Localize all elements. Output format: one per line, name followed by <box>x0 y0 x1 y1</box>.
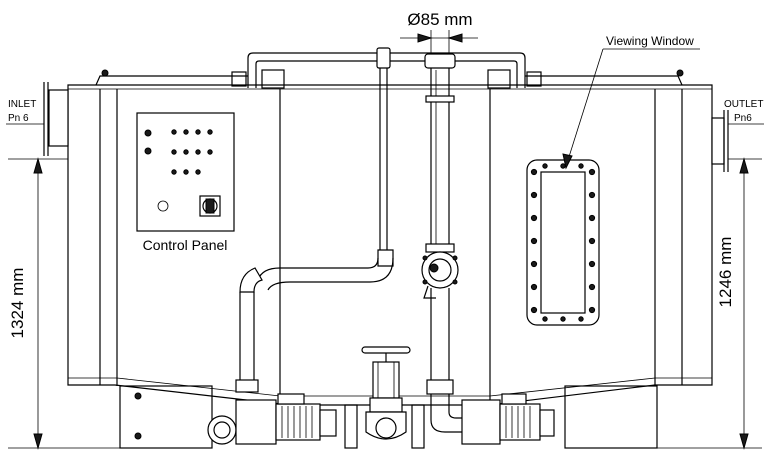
gauge-valve-icon <box>421 251 459 299</box>
inlet-label: INLET <box>8 99 36 110</box>
inlet-flange <box>43 82 69 156</box>
viewing-window-leader <box>562 48 700 170</box>
right-pump <box>461 393 555 445</box>
viewing-window <box>526 159 600 326</box>
left-height-dimension <box>8 157 120 450</box>
control-panel <box>136 112 235 232</box>
left-pump <box>207 393 337 445</box>
main-switch-icon <box>199 195 221 217</box>
inlet-pressure-label: Pn 6 <box>8 113 29 124</box>
right-height-dimension <box>657 157 762 450</box>
outlet-flange <box>711 110 729 172</box>
outlet-pressure-label: Pn6 <box>734 113 752 124</box>
base-legs <box>119 385 658 449</box>
top-pipe-frame <box>231 52 542 89</box>
panel-button-icon <box>157 200 169 212</box>
pipe-diameter-label: Ø85 mm <box>407 10 472 29</box>
right-height-label: 1246 mm <box>716 237 735 308</box>
pipe-diameter-dimension <box>400 30 478 54</box>
center-valve <box>361 346 411 440</box>
outlet-label: OUTLET <box>724 99 763 110</box>
control-panel-label: Control Panel <box>143 237 228 253</box>
panel-indicators <box>144 129 213 175</box>
viewing-window-label: Viewing Window <box>606 34 694 48</box>
main-pipe <box>421 53 462 433</box>
riser-pipe <box>235 47 394 393</box>
tank-lids <box>95 69 684 86</box>
left-height-label: 1324 mm <box>8 268 27 339</box>
